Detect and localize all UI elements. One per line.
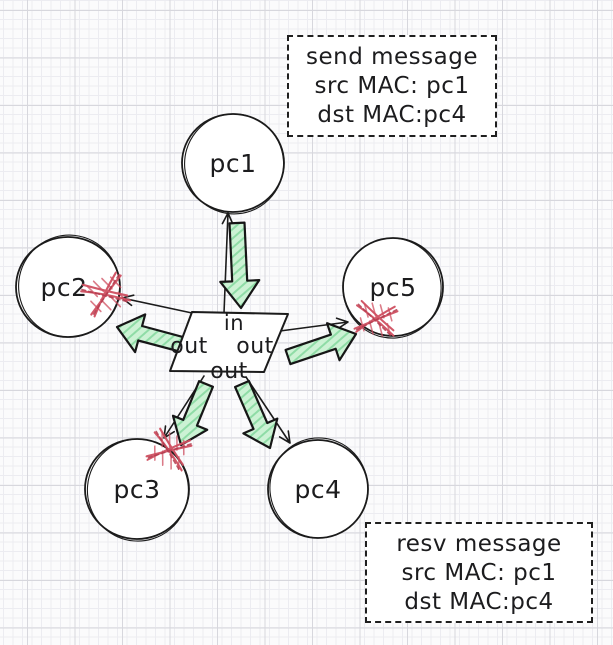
send-message-line1: send message (306, 44, 478, 70)
blocked-x-pc5-icon (353, 299, 399, 338)
resv-message-line2: src MAC: pc1 (401, 560, 557, 586)
link-hub-to-pc2 (121, 294, 193, 314)
node-pc4: pc4 (267, 437, 369, 539)
flow-arrow-out-to-pc3 (171, 380, 214, 447)
send-message-line2: src MAC: pc1 (314, 73, 470, 99)
hub: in out out out (169, 311, 289, 384)
node-pc4-label: pc4 (294, 475, 341, 504)
node-pc1-label: pc1 (209, 149, 256, 178)
flow-arrow-out-to-pc4 (234, 379, 279, 450)
node-pc3: pc3 (84, 438, 190, 542)
resv-message-line1: resv message (396, 531, 562, 557)
node-pc1-circle-overstroke (184, 113, 285, 215)
node-pc5-circle-overstroke (342, 237, 442, 339)
node-pc2-circle-overstroke (18, 234, 121, 338)
node-pc2-label: pc2 (40, 273, 87, 302)
node-pc3-label: pc3 (113, 475, 160, 504)
node-pc1: pc1 (181, 113, 285, 215)
blocked-x-pc3-icon (145, 427, 193, 473)
node-pc3-circle-overstroke (86, 438, 189, 542)
flow-arrow-out-to-pc2 (115, 313, 187, 354)
resv-message-line3: dst MAC:pc4 (404, 589, 554, 615)
blocked-x-pc2-icon (80, 271, 132, 318)
hub-port-out-bottom-label: out (210, 359, 248, 384)
node-pc5-label: pc5 (369, 273, 416, 302)
hub-shape (169, 311, 289, 373)
resv-message-note: resv message src MAC: pc1 dst MAC:pc4 (365, 522, 593, 623)
link-hub-to-pc4 (245, 376, 291, 444)
hub-port-out-right-label: out (236, 334, 274, 359)
link-hub-to-pc5 (279, 317, 349, 332)
hub-port-in-label: in (224, 311, 244, 335)
node-pc5: pc5 (342, 237, 444, 339)
node-pc4-circle-overstroke (269, 437, 369, 539)
flow-arrows (115, 221, 358, 450)
flow-arrow-out-to-pc5 (284, 322, 358, 366)
hub-port-out-left-label: out (170, 334, 208, 359)
flow-arrow-in-from-pc1 (219, 221, 261, 310)
send-message-line3: dst MAC:pc4 (317, 102, 467, 128)
send-message-note: send message src MAC: pc1 dst MAC:pc4 (287, 35, 497, 137)
link-hub-to-pc1 (221, 212, 234, 314)
